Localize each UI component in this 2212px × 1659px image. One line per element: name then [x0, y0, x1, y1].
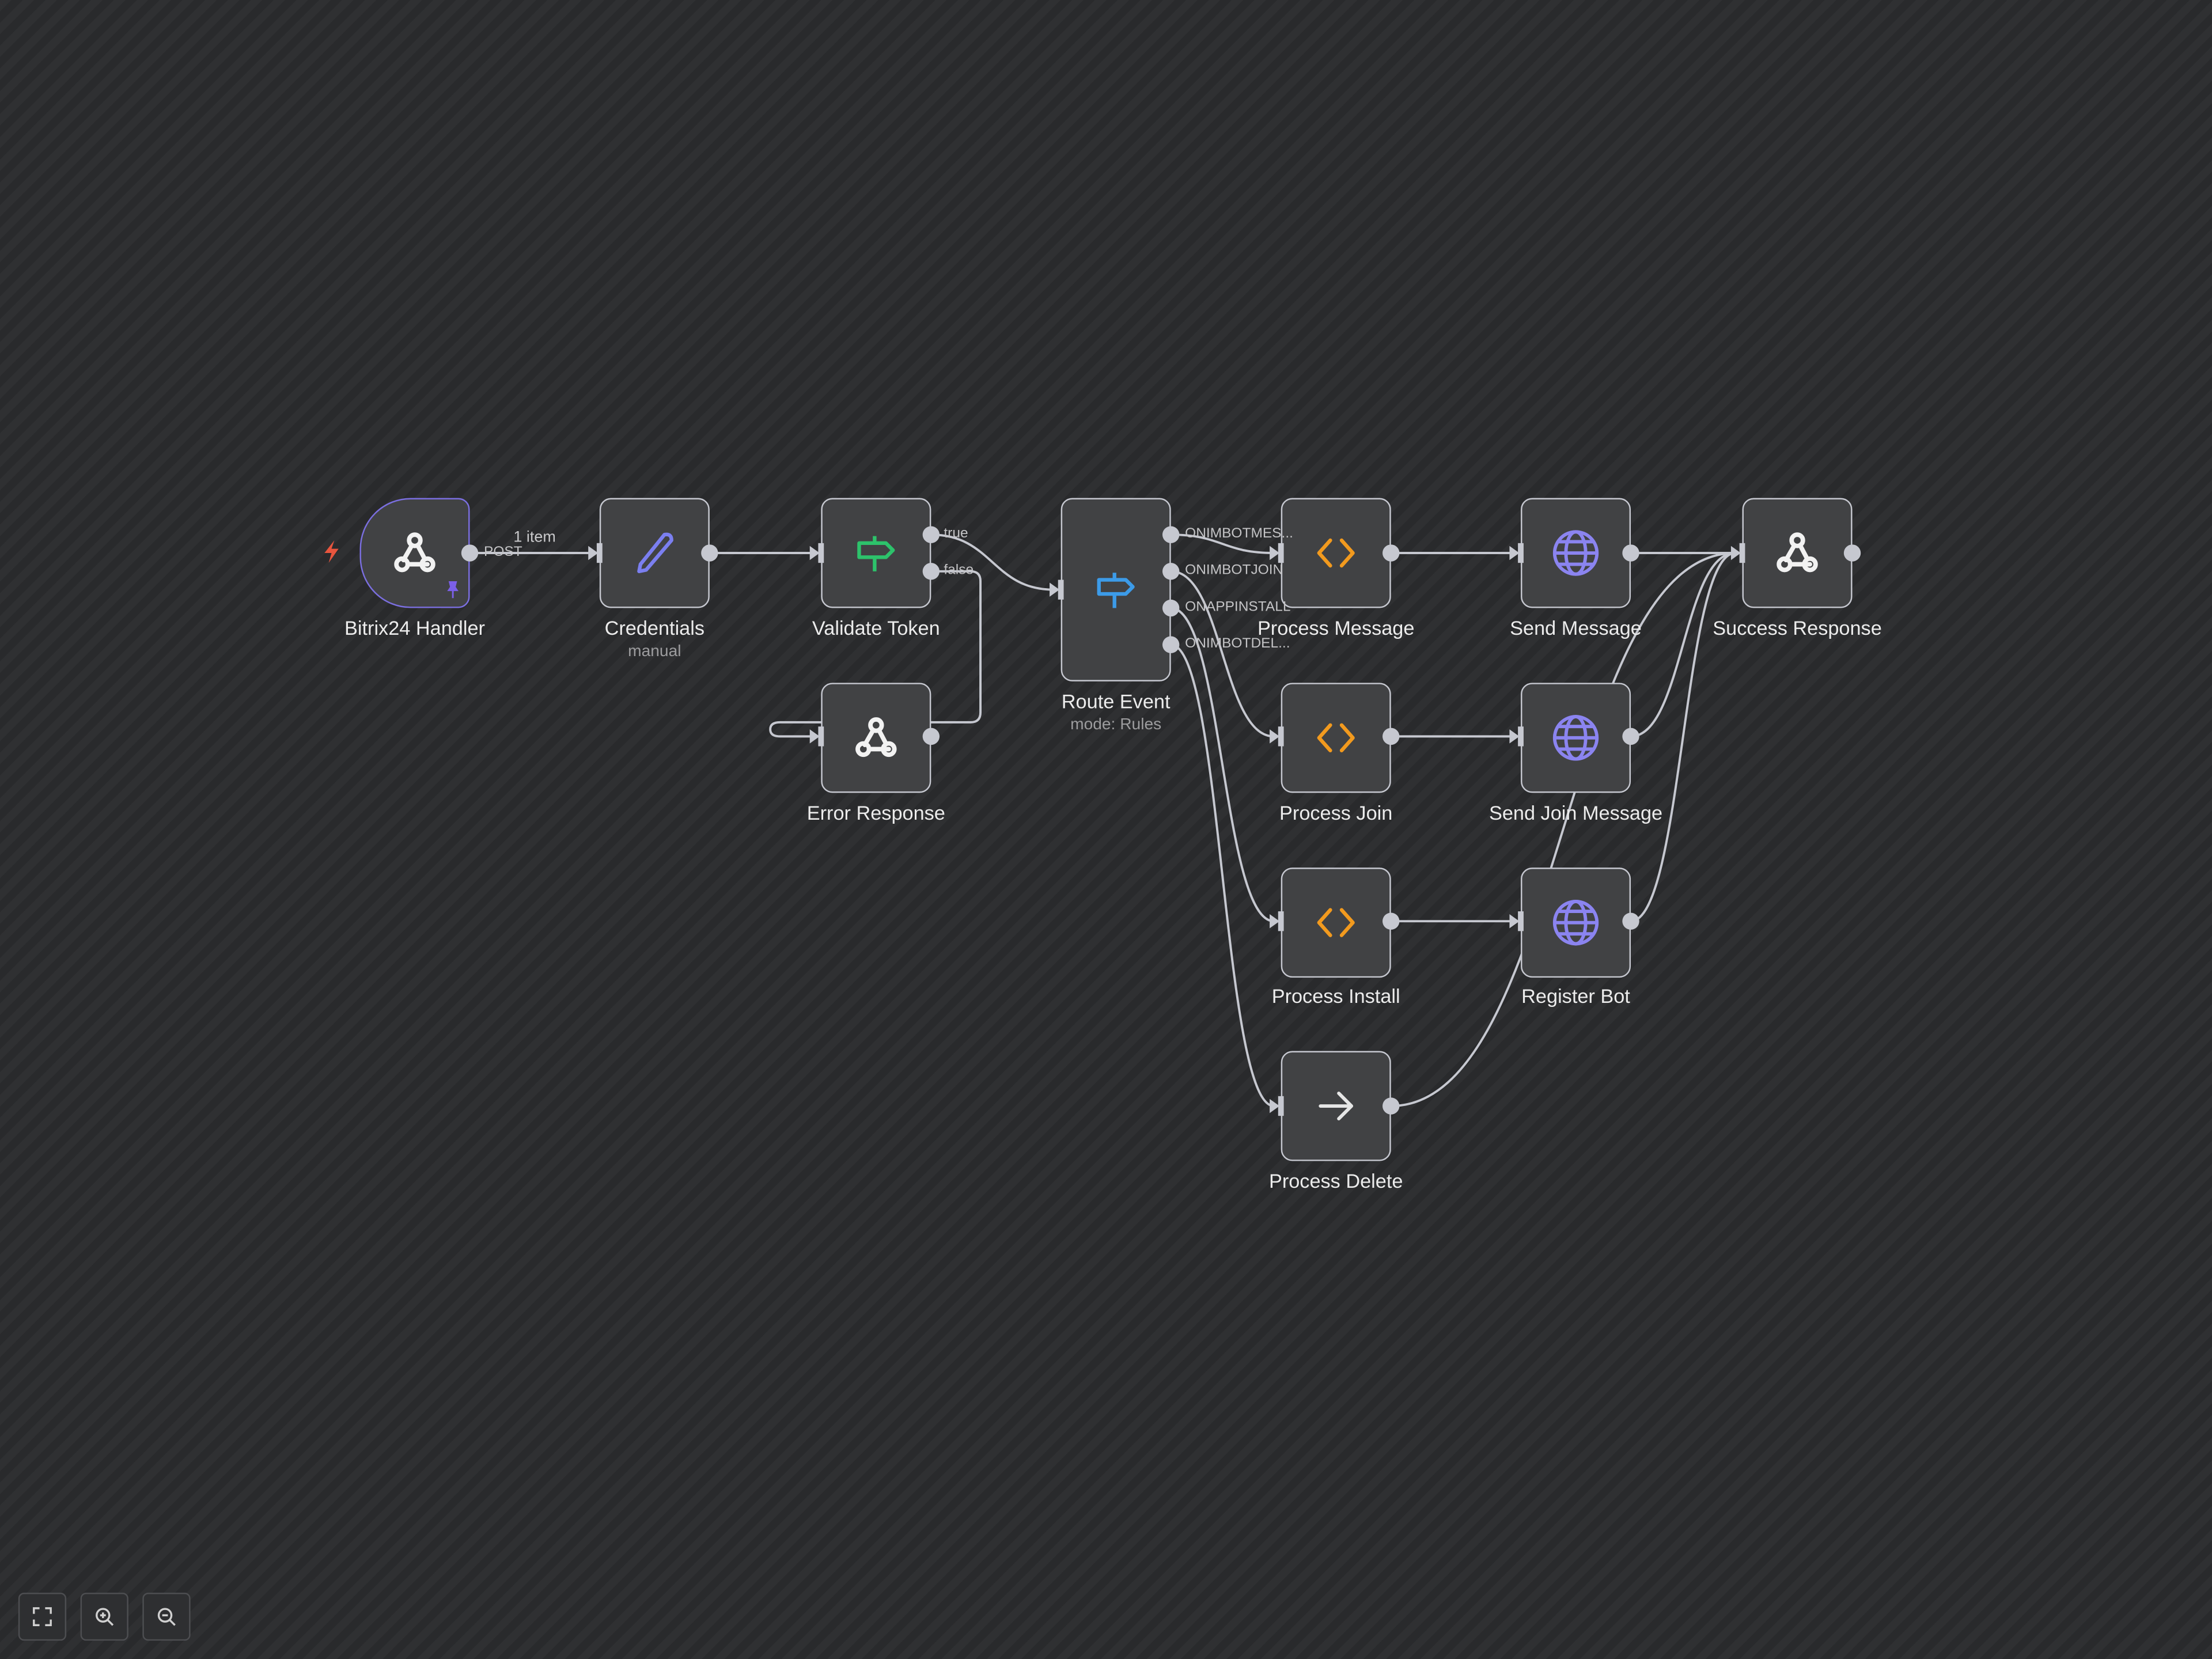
globe-icon — [1552, 899, 1599, 946]
webhook-icon — [855, 717, 897, 757]
output-label-true: true — [944, 526, 968, 542]
node-route-event[interactable] — [1060, 498, 1171, 681]
node-label: Validate Token — [812, 616, 940, 639]
trigger-bolt-icon — [324, 540, 339, 563]
node-success-response[interactable] — [1742, 498, 1853, 608]
edge-item-count: 1 item — [513, 529, 556, 546]
edge-route-process-message[interactable] — [1171, 533, 1274, 554]
code-icon — [1317, 538, 1355, 568]
output-label-false: false — [944, 563, 974, 579]
zoom-out-button[interactable] — [142, 1592, 191, 1641]
edge-send-join-success[interactable] — [1631, 552, 1736, 738]
node-credentials[interactable] — [599, 498, 710, 608]
edge-validate-false-error[interactable] — [769, 570, 982, 738]
node-label: Register Bot — [1521, 984, 1630, 1007]
node-label: Bitrix24 Handler — [344, 616, 485, 639]
fullscreen-icon — [33, 1607, 52, 1626]
node-validate-token[interactable] — [821, 498, 931, 608]
output-label-onimbotdelete: ONIMBOTDEL... — [1185, 636, 1290, 652]
webhook-icon — [1777, 532, 1818, 573]
edge-process-delete-success[interactable] — [1391, 552, 1736, 1107]
code-icon — [1317, 723, 1355, 753]
fit-view-button[interactable] — [18, 1592, 67, 1641]
node-label: Process Message — [1257, 616, 1415, 639]
node-process-message[interactable] — [1281, 498, 1391, 608]
node-label: Process Join — [1279, 801, 1393, 824]
node-bitrix24-handler[interactable] — [359, 498, 470, 608]
node-label: Success Response — [1713, 616, 1882, 639]
signpost-icon — [1097, 573, 1135, 608]
code-icon — [1317, 908, 1355, 937]
node-label: Process Delete — [1268, 1169, 1403, 1192]
output-label-onimbotjoin: ONIMBOTJOIN — [1185, 563, 1283, 579]
node-send-message[interactable] — [1521, 498, 1631, 608]
node-error-response[interactable] — [821, 683, 931, 793]
node-subtitle: manual — [628, 643, 681, 661]
edge-route-process-delete[interactable] — [1171, 643, 1274, 1107]
node-register-bot[interactable] — [1521, 868, 1631, 978]
node-subtitle: mode: Rules — [1070, 717, 1162, 734]
arrow-right-icon — [1319, 1092, 1354, 1120]
node-label: Route Event — [1061, 690, 1171, 713]
edge-validate-true-route[interactable] — [931, 533, 1054, 591]
pin-icon — [447, 581, 459, 599]
node-process-delete[interactable] — [1281, 1051, 1391, 1161]
node-process-install[interactable] — [1281, 868, 1391, 978]
globe-icon — [1552, 530, 1599, 576]
output-label-onimbotmessage: ONIMBOTMES... — [1185, 526, 1293, 542]
output-label-post: POST — [484, 544, 522, 560]
pencil-icon — [637, 532, 673, 574]
node-label: Send Message — [1510, 616, 1642, 639]
node-label: Process Install — [1271, 984, 1400, 1007]
zoom-in-icon — [96, 1608, 114, 1626]
node-process-join[interactable] — [1281, 683, 1391, 793]
signpost-icon — [857, 536, 895, 571]
webhook-icon — [394, 532, 435, 573]
zoom-in-button[interactable] — [80, 1592, 128, 1641]
edge-register-bot-success[interactable] — [1630, 552, 1736, 923]
node-label: Credentials — [604, 616, 705, 639]
edge-route-process-join[interactable] — [1171, 570, 1274, 738]
globe-icon — [1552, 715, 1599, 761]
node-label: Error Response — [806, 801, 945, 824]
node-label: Send Join Message — [1488, 801, 1663, 824]
zoom-out-icon — [157, 1608, 176, 1626]
edge-route-process-install[interactable] — [1171, 607, 1274, 923]
node-send-join-message[interactable] — [1521, 683, 1631, 793]
output-label-onappinstall: ONAPPINSTALL — [1185, 599, 1291, 615]
